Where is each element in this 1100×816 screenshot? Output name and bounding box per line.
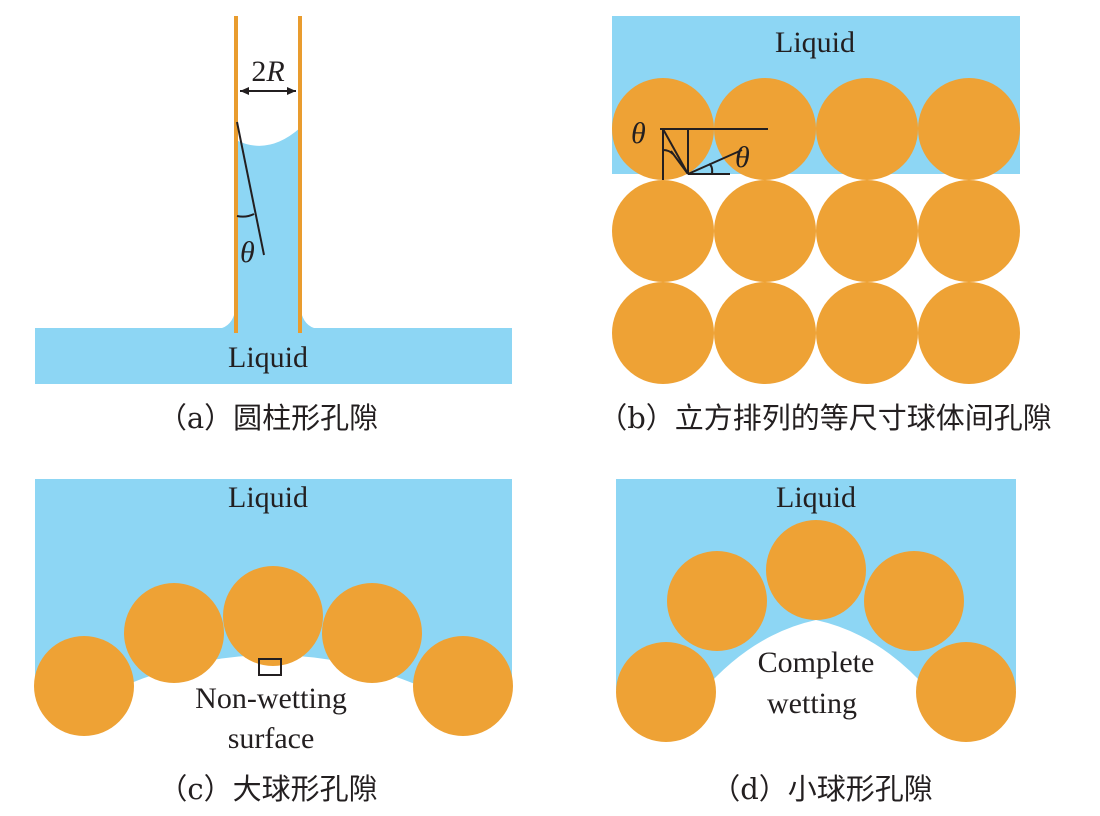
panel-d-surface-label-1: Complete xyxy=(758,646,875,679)
non-wetting-surface-marker xyxy=(258,658,282,676)
sphere xyxy=(616,642,716,742)
panel-c-caption: （c）大球形孔隙 xyxy=(158,772,377,806)
sphere xyxy=(864,551,964,651)
panel-d: Liquid Complete wetting （d）小球形孔隙 xyxy=(616,479,1016,806)
sphere xyxy=(714,180,816,282)
panel-c-liquid-label: Liquid xyxy=(228,481,308,514)
contact-angle-tangent xyxy=(236,121,265,256)
angle-label-b-right: θ xyxy=(735,141,750,174)
sphere xyxy=(918,78,1020,180)
sphere xyxy=(714,282,816,384)
sphere xyxy=(413,636,513,736)
panel-d-liquid-label: Liquid xyxy=(776,481,856,514)
panel-a-liquid-label: Liquid xyxy=(228,341,308,374)
contact-angle-construction xyxy=(660,128,768,180)
sphere xyxy=(124,583,224,683)
sphere xyxy=(918,180,1020,282)
sphere xyxy=(916,642,1016,742)
panel-c-surface-label-1: Non-wetting xyxy=(195,682,347,715)
sphere xyxy=(612,282,714,384)
panel-a: 2R θ Liquid （a）圆柱形孔隙 xyxy=(35,16,512,435)
panel-a-caption: （a）圆柱形孔隙 xyxy=(158,401,378,435)
panel-d-caption: （d）小球形孔隙 xyxy=(711,772,933,806)
panel-c-surface-label-2: surface xyxy=(228,722,315,755)
panel-b: θ θ Liquid （b）立方排列的等尺寸球体间孔隙 xyxy=(598,16,1052,435)
panel-b-liquid-label: Liquid xyxy=(775,26,855,59)
panel-a-liquid xyxy=(35,128,512,384)
contact-angle-arc xyxy=(236,213,255,218)
panel-b-caption: （b）立方排列的等尺寸球体间孔隙 xyxy=(598,401,1052,435)
sphere xyxy=(322,583,422,683)
sphere xyxy=(816,282,918,384)
sphere xyxy=(766,520,866,620)
sphere xyxy=(223,566,323,666)
sphere xyxy=(816,180,918,282)
panel-c: Liquid Non-wetting surface （c）大球形孔隙 xyxy=(34,479,513,806)
diameter-label: 2R xyxy=(251,55,284,88)
angle-label-b-left: θ xyxy=(631,117,646,150)
sphere xyxy=(34,636,134,736)
sphere xyxy=(612,180,714,282)
panel-d-surface-label-2: wetting xyxy=(767,687,857,720)
sphere xyxy=(667,551,767,651)
sphere xyxy=(816,78,918,180)
angle-label-a: θ xyxy=(240,236,255,269)
sphere xyxy=(918,282,1020,384)
